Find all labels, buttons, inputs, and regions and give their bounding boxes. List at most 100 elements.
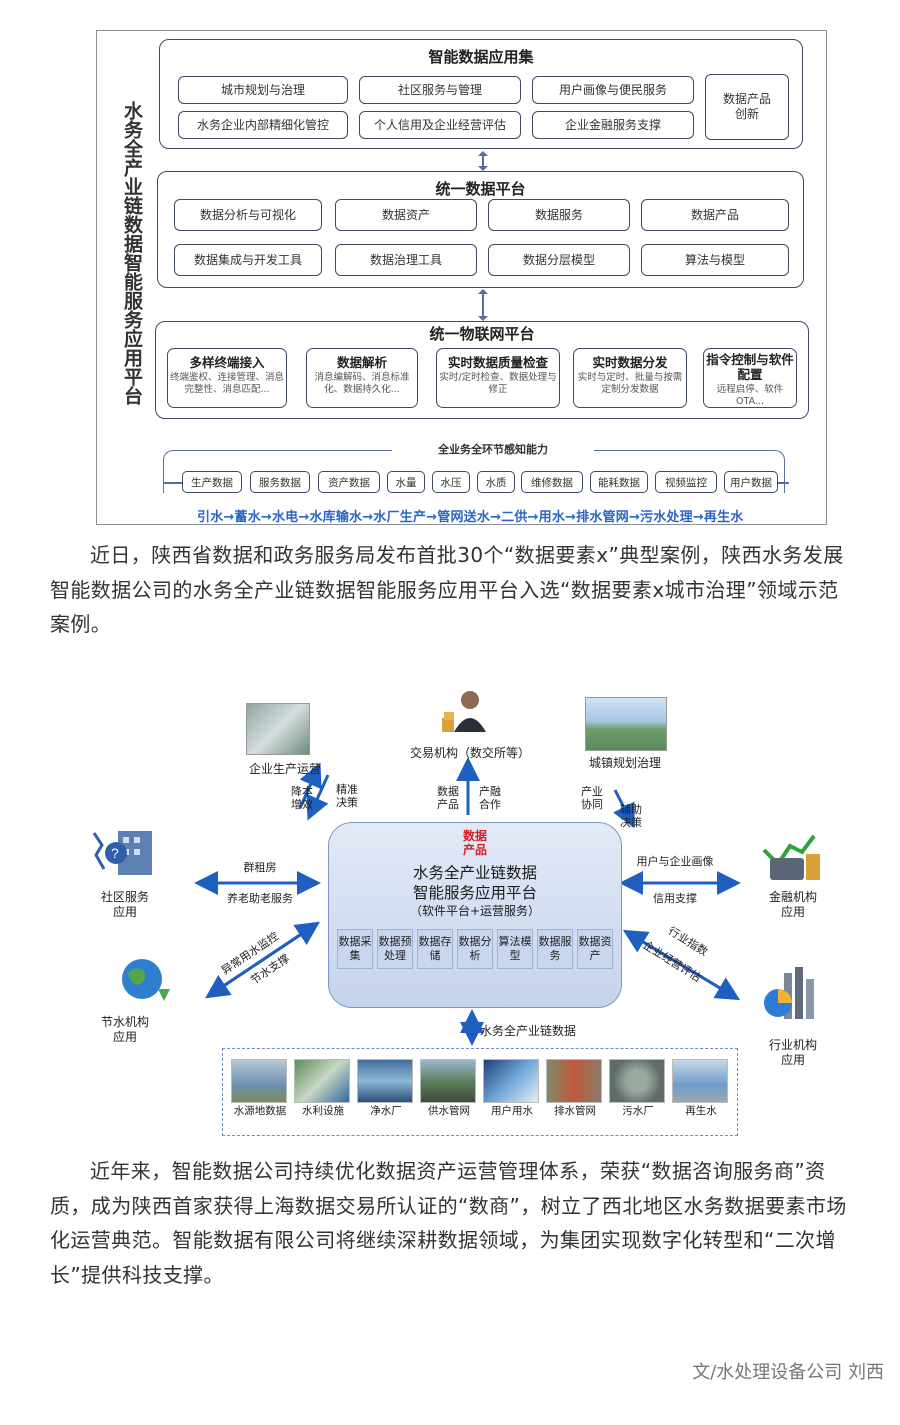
platform-architecture-figure: 水务全产业链数据智能服务应用平台 智能数据应用集 城市规划与治理 社区服务与管理… [96,30,827,525]
intro-paragraph: 近日，陕西省数据和政务服务局发布首批30个“数据要素x”典型案例，陕西水务发展 … [50,538,880,642]
app-item: 社区服务与管理 [359,76,521,104]
core-module: 数据资产 [577,929,613,969]
source-item: 水源地数据 [231,1059,288,1118]
sensing-chip: 服务数据 [250,471,310,493]
app-item: 城市规划与治理 [178,76,348,104]
source-item: 净水厂 [357,1059,414,1118]
industry-label: 行业机构应用 [750,1038,836,1068]
source-item: 污水厂 [609,1059,666,1118]
iot-module-desc: 实时/定时检查、数据处理与修正 [439,372,557,395]
ecosystem-figure: 数据产品 水务全产业链数据 智能服务应用平台 （软件平台+运营服务） 数据采集 … [92,685,840,1140]
data-platform-panel: 统一数据平台 数据分析与可视化 数据资产 数据服务 数据产品 数据集成与开发工具… [157,171,804,288]
data-sources-box: 水源地数据 水利设施 净水厂 供水管网 用户用水 排水管网 污水厂 再生水 [222,1048,738,1136]
core-module: 数据分析 [457,929,493,969]
source-item: 用户用水 [483,1059,540,1118]
author-credit: 文/水处理设备公司 刘西 [692,1362,884,1383]
iot-module-title: 指令控制与软件配置 [706,352,794,382]
app-item: 企业金融服务支撑 [532,111,694,139]
finance-icon [762,830,824,882]
core-module: 数据服务 [537,929,573,969]
platform-item: 数据服务 [488,199,630,231]
iot-module: 实时数据分发 实时与定时、批量与按需定制分发数据 [573,348,687,408]
core-module: 数据预处理 [377,929,413,969]
source-photo [609,1059,665,1103]
sensing-chip: 水压 [432,471,470,493]
sensing-title: 全业务全环节感知能力 [392,441,594,457]
iot-platform-panel: 统一物联网平台 多样终端接入 终端鉴权、连接管理、消息完整性、消息匹配... 数… [155,321,809,419]
source-label: 水源地数据 [233,1105,287,1117]
iot-module-desc: 远程启停、软件OTA... [716,384,784,407]
water-chain-text: 引水→蓄水→水电→水库输水→水厂生产→管网送水→二供→用水→排水管网→污水处理→… [197,510,744,525]
platform-item: 数据产品 [641,199,789,231]
community-label-text: 社区服务应用 [100,890,149,919]
edge-label: 养老助老服务 [227,892,293,905]
water-saving-label-text: 节水机构应用 [100,1015,149,1044]
industry-label-text: 行业机构应用 [768,1038,817,1067]
community-label: 社区服务应用 [85,890,165,920]
data-sources-row: 水源地数据 水利设施 净水厂 供水管网 用户用水 排水管网 污水厂 再生水 [231,1059,729,1118]
source-photo [483,1059,539,1103]
iot-module-desc: 终端鉴权、连接管理、消息完整性、消息匹配... [169,372,284,395]
core-title: 水务全产业链数据 智能服务应用平台 （软件平台+运营服务） [329,863,621,919]
sensing-arrow-right [773,482,789,484]
iot-module: 数据解析 消息编解码、消息标准化、数据持久化... [306,348,418,408]
source-item: 排水管网 [546,1059,603,1118]
iot-module-desc: 消息编解码、消息标准化、数据持久化... [314,372,410,395]
apps-panel: 智能数据应用集 城市规划与治理 社区服务与管理 用户画像与便民服务 水务企业内部… [159,39,803,149]
exchange-icon [440,688,490,734]
core-title-line: 水务全产业链数据 [412,864,537,882]
edge-label: 产业协同 [581,785,603,811]
sensing-chip: 维修数据 [521,471,583,493]
platform-item: 算法与模型 [641,244,789,276]
paragraph-line: 化运营典范。智能数据有限公司将继续深耕数据领域，为集团实现数字化转型和“二次增 [50,1228,836,1252]
core-title-line: 智能服务应用平台 [412,884,537,902]
source-photo [231,1059,287,1103]
platform-item: 数据资产 [335,199,477,231]
urban-label: 城镇规划治理 [588,756,661,770]
source-photo [672,1059,728,1103]
iot-module: 多样终端接入 终端鉴权、连接管理、消息完整性、消息匹配... [167,348,287,408]
data-platform-title: 统一数据平台 [435,180,526,198]
core-subtitle: （软件平台+运营服务） [409,904,541,918]
source-label: 污水厂 [622,1105,654,1117]
iot-module: 实时数据质量检查 实时/定时检查、数据处理与修正 [436,348,560,408]
iot-platform-title: 统一物联网平台 [429,325,535,343]
source-photo [546,1059,602,1103]
core-module: 数据采集 [337,929,373,969]
core-modules: 数据采集 数据预处理 数据存储 数据分析 算法模型 数据服务 数据资产 [337,929,613,969]
iot-module-desc: 实时与定时、批量与按需定制分发数据 [577,372,683,395]
water-saving-label: 节水机构应用 [85,1015,165,1045]
data-product-text: 数据产品 [462,829,487,857]
platform-item: 数据分析与可视化 [174,199,322,231]
source-label: 净水厂 [370,1105,402,1117]
apps-title: 智能数据应用集 [428,48,534,66]
edge-label: 用户与企业画像 [636,855,714,868]
sensing-chip: 视频监控 [655,471,717,493]
sensing-arrow-left [163,482,183,484]
ecosystem-arrows [194,757,741,1046]
source-photo [357,1059,413,1103]
source-label: 排水管网 [554,1105,596,1117]
edge-label: 水务全产业链数据 [480,1024,577,1038]
sensing-chip: 水量 [387,471,425,493]
edge-label: 信用支撑 [653,892,697,905]
platform-item: 数据分层模型 [488,244,630,276]
data-product-innovation: 数据产品创新 [705,74,789,140]
paragraph-line: 近日，陕西省数据和政务服务局发布首批30个“数据要素x”典型案例，陕西水务发展 [90,543,844,567]
sensing-chip: 资产数据 [318,471,380,493]
finance-label-text: 金融机构应用 [768,890,817,919]
iot-module-title: 实时数据分发 [592,355,668,370]
paragraph-line: 智能数据公司的水务全产业链数据智能服务应用平台入选“数据要素x城市治理”领域示范 [50,577,839,602]
core-module: 数据存储 [417,929,453,969]
sensing-chip: 生产数据 [182,471,242,493]
core-platform: 数据产品 水务全产业链数据 智能服务应用平台 （软件平台+运营服务） 数据采集 … [328,822,622,1008]
svg-text:?: ? [111,845,119,861]
source-item: 供水管网 [420,1059,477,1118]
iot-module-title: 多样终端接入 [189,355,265,370]
water-saving-icon [118,955,170,1007]
platform-item: 数据治理工具 [335,244,477,276]
source-label: 供水管网 [428,1105,470,1117]
enterprise-photo [246,703,310,755]
edge-label: 降本增效 [291,785,313,811]
edge-label: 辅助决策 [620,803,642,829]
